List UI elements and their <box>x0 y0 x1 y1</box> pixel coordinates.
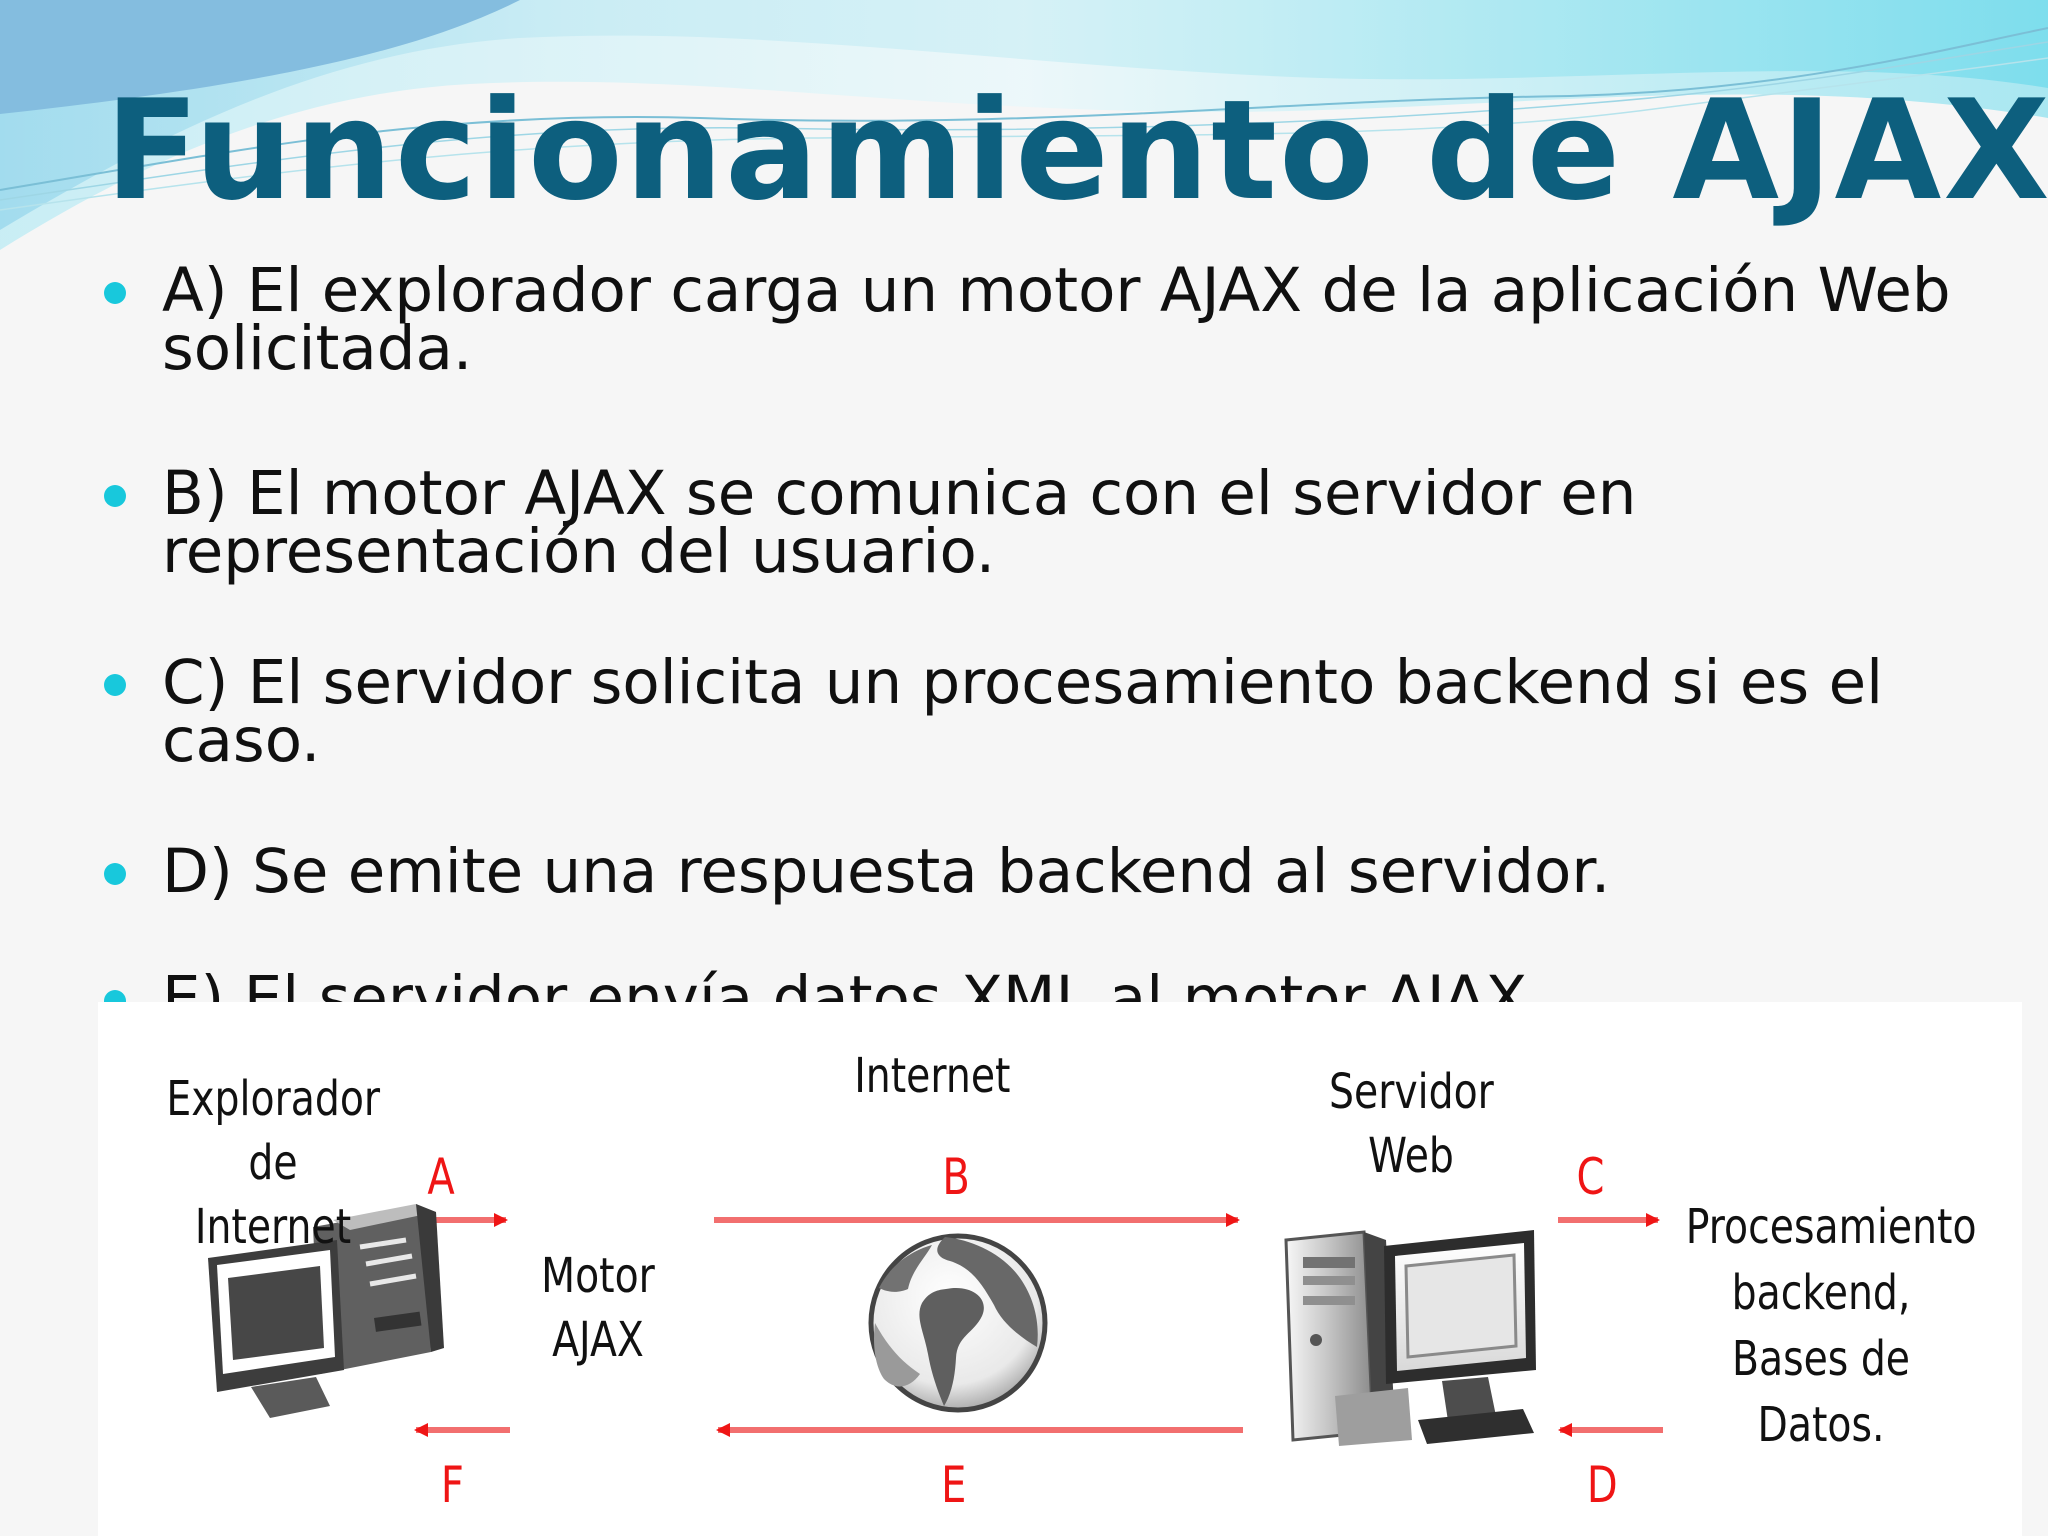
bullet-text: E) El servidor envía datos XML al motor … <box>162 963 1547 1002</box>
header-wave-decoration <box>0 0 2048 250</box>
bullet-text: C) El servidor solicita un procesamiento… <box>162 647 1884 776</box>
bullet-list: A) El explorador carga un motor AJAX de … <box>104 255 1951 1002</box>
letter-d: D <box>1586 1456 1618 1514</box>
computer-icon <box>208 1204 444 1418</box>
motor-ajax-label: Motor AJAX <box>541 1248 655 1368</box>
bullet-dot <box>104 674 126 696</box>
bullet-text: B) El motor AJAX se comunica con el serv… <box>162 458 1637 587</box>
bullet-dot <box>104 282 126 304</box>
bullet-text: A) El explorador carga un motor AJAX de … <box>162 255 1951 384</box>
letter-a: A <box>427 1148 455 1206</box>
ajax-flow-diagram: Explorador de Internet Internet Servidor… <box>98 1002 2022 1536</box>
bullet-dot <box>104 990 126 1002</box>
slide-title: Funcionamiento de AJAX <box>105 70 2048 231</box>
letter-f: F <box>440 1456 464 1514</box>
browser-label: Explorador de Internet <box>166 1071 381 1255</box>
backend-label: Procesamiento backend, Bases de Datos. <box>1685 1199 1977 1453</box>
server-label: Servidor Web <box>1329 1064 1494 1184</box>
diagram-graphics <box>208 1204 1663 1446</box>
letter-e: E <box>941 1456 967 1514</box>
bullet-dot <box>104 485 126 507</box>
letter-c: C <box>1576 1148 1605 1206</box>
server-computer-icon <box>1284 1230 1536 1446</box>
internet-label: Internet <box>854 1048 1011 1104</box>
bullet-dot <box>104 863 126 885</box>
globe-icon <box>868 1233 1048 1413</box>
bullet-text: D) Se emite una respuesta backend al ser… <box>162 836 1611 907</box>
letter-b: B <box>942 1148 970 1206</box>
